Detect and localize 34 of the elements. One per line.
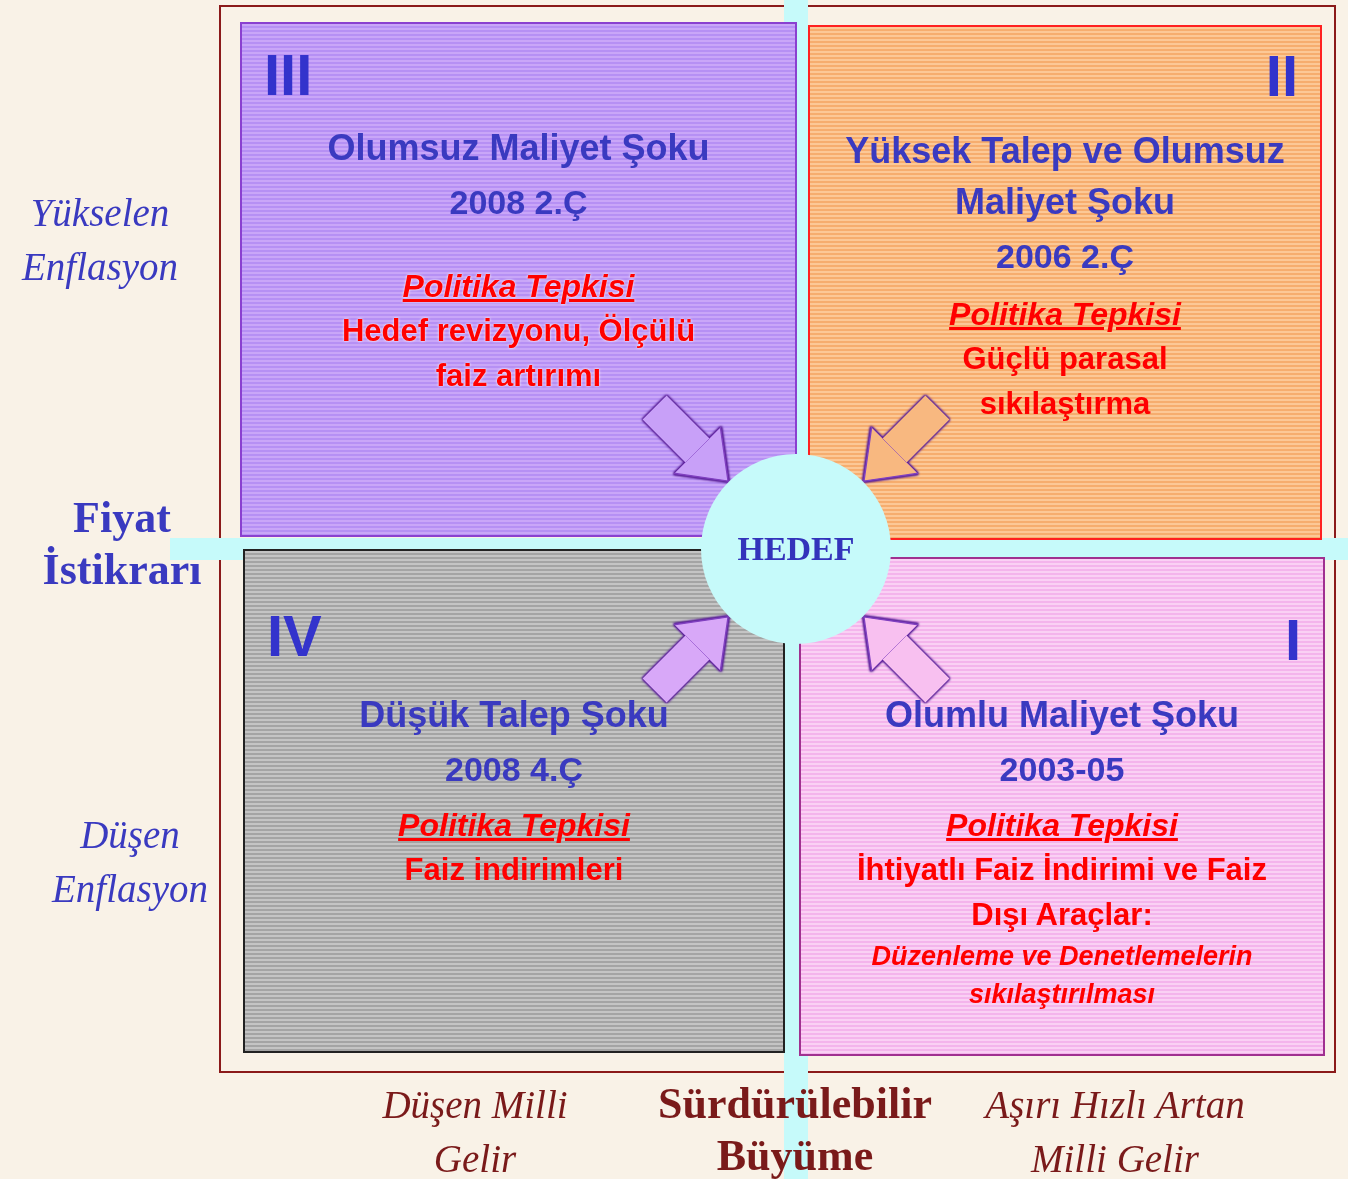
- block-arrow: [642, 616, 729, 703]
- axis-label: Düşen Enflasyon: [50, 812, 209, 913]
- policy-heading: Politika Tepkisi: [402, 266, 635, 306]
- policy-heading: Politika Tepkisi: [946, 805, 1178, 845]
- quadrant-title: Düşük Talep Şoku: [359, 693, 669, 737]
- quadrant-title: Olumsuz Maliyet Şoku: [327, 126, 710, 170]
- axis-label: Sürdürülebilir Büyüme: [657, 1078, 933, 1179]
- period-label: 2006 2.Ç: [996, 236, 1134, 278]
- quadrant-panel: [240, 22, 797, 537]
- quadrant-panel: [808, 25, 1322, 540]
- policy-text: Güçlü parasal sıkılaştırma: [961, 340, 1169, 424]
- policy-text: Faiz indirimleri: [404, 851, 624, 889]
- policy-text: Hedef revizyonu, Ölçülü faiz artırımı: [340, 312, 697, 395]
- policy-text: İhtiyatlı Faiz İndirimi ve Faiz Dışı Araçlar:: [856, 851, 1268, 934]
- period-label: 2008 4.Ç: [445, 749, 583, 791]
- period-label: 2008 2.Ç: [449, 182, 588, 224]
- block-arrow: [863, 395, 950, 482]
- axis-label: Aşırı Hızlı Artan Milli Gelir: [982, 1082, 1246, 1179]
- quadrant-numeral: IV: [267, 607, 322, 665]
- policy-heading: Politika Tepkisi: [398, 805, 630, 845]
- quadrant-title: Olumlu Maliyet Şoku: [884, 693, 1240, 737]
- policy-note: Düzenleme ve Denetlemelerin sıkılaştırılması: [870, 939, 1254, 1011]
- target-label: HEDEF: [737, 530, 855, 568]
- policy-heading: Politika Tepkisi: [949, 294, 1181, 334]
- quadrant-title: Yüksek Talep ve Olumsuz Maliyet Şoku: [845, 129, 1285, 225]
- block-arrow: [863, 616, 950, 703]
- axis-label: Fiyat İstikrarı: [41, 492, 203, 596]
- quadrant-numeral: I: [1284, 611, 1301, 669]
- quadrant-numeral: III: [264, 46, 313, 104]
- axis-label: Yükselen Enflasyon: [20, 190, 179, 291]
- axis-label: Düşen Milli Gelir: [381, 1082, 569, 1179]
- block-arrow: [642, 395, 729, 482]
- period-label: 2003-05: [999, 749, 1125, 791]
- quadrant-numeral: II: [1265, 47, 1298, 105]
